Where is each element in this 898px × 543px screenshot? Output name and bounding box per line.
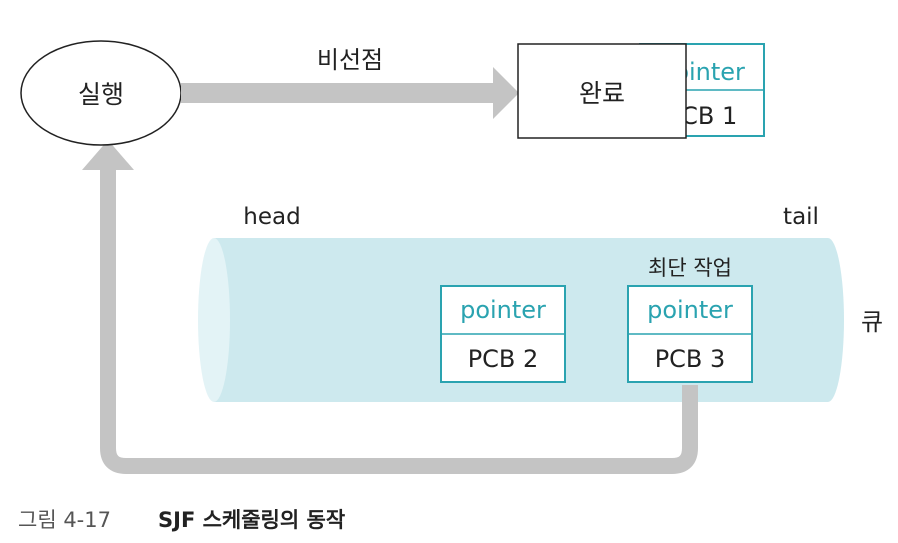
caption-number: 그림 4-17 [18, 508, 111, 532]
dispatch-arrow [82, 140, 698, 474]
dispatch-arrow-line [100, 170, 698, 474]
running-label: 실행 [78, 80, 124, 109]
dispatch-arrow-head [82, 140, 134, 170]
running-node: 실행 [20, 40, 182, 146]
pcb-2-label: PCB 2 [468, 345, 539, 373]
pcb-2: pointer PCB 2 [440, 285, 566, 383]
queue-head-cap [198, 238, 230, 402]
pcb-3-label: PCB 3 [655, 345, 726, 373]
shortest-job-label: 최단 작업 [648, 256, 732, 280]
done-pcb-pointer: pointer [659, 58, 745, 86]
queue-tail-cap [812, 238, 844, 402]
nonpreemptive-label: 비선점 [317, 46, 383, 74]
done-label: 완료 [579, 79, 625, 108]
pcb-3: pointer PCB 3 [627, 285, 753, 383]
done-node: 완료 [517, 43, 687, 139]
nonpreemptive-arrow: 비선점 [181, 46, 519, 119]
queue-label: 큐 [861, 308, 883, 336]
nonpreemptive-arrow-line [181, 83, 493, 103]
nonpreemptive-arrow-head [493, 67, 519, 119]
queue-tail-label: tail [783, 204, 819, 230]
done-box [517, 43, 687, 139]
caption-title: SJF 스케줄링의 동작 [158, 508, 345, 532]
queue-head-label: head [243, 204, 300, 230]
done-pcb-label: PCB 1 [667, 102, 738, 130]
pcb-3-pointer: pointer [647, 296, 733, 324]
pcb-2-pointer: pointer [460, 296, 546, 324]
